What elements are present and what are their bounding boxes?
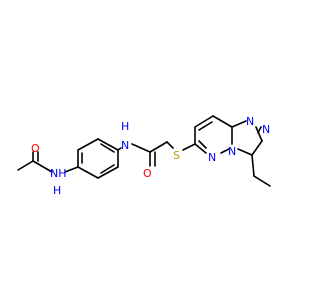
bond-ch2-sulfur xyxy=(166,141,174,149)
bond-phenyl-6 xyxy=(77,166,99,179)
acetyl-oxygen-label: O xyxy=(31,142,40,155)
amide-nitrogen-label: N xyxy=(121,139,129,152)
bond-triazole-4 xyxy=(237,148,253,156)
bond-nh-phenyl xyxy=(64,166,79,173)
triazole-nitrogen-1-label: N xyxy=(246,115,254,128)
bond-carbonyl-nh xyxy=(32,160,53,173)
bonds xyxy=(17,115,271,187)
bond-phenyl-inner-2 xyxy=(100,143,115,153)
bond-pyridazine-3 xyxy=(212,115,233,128)
bond-pyridazine-5 xyxy=(220,148,230,154)
bridgehead-nitrogen-label: N xyxy=(228,145,236,158)
bond-ethyl-1 xyxy=(251,154,255,177)
bond-pyridazine-inner-1 xyxy=(198,121,213,131)
bond-phenyl-2 xyxy=(77,138,99,151)
bond-phenyl-amide-n xyxy=(117,147,122,151)
bond-phenyl-3 xyxy=(97,138,119,151)
bond-phenyl-inner-3 xyxy=(100,164,115,174)
bond-triazole-3 xyxy=(251,140,263,156)
atom-labels: O NH H N H O S N N N N xyxy=(31,115,270,197)
bond-pyridazine-6 xyxy=(194,143,207,154)
bond-methyl-carbonyl xyxy=(17,160,34,171)
amide-nh-label: NH xyxy=(50,167,67,180)
amide-oxygen-label: O xyxy=(143,167,152,180)
bond-triazole-2 xyxy=(255,126,263,142)
bond-carbonyl-ch2 xyxy=(149,141,168,153)
molecule-structure: O NH H N H O S N N N N xyxy=(17,115,271,197)
bond-sulfur-ring xyxy=(182,143,196,151)
bond-pyridazine-2 xyxy=(194,115,214,128)
bond-phenyl-5 xyxy=(97,166,119,179)
amide-nitrogen-h-label: H xyxy=(121,120,129,133)
bond-triazole-1 xyxy=(231,120,247,128)
sulfur-label: S xyxy=(173,149,180,162)
triazole-nitrogen-2-label: N xyxy=(262,123,270,136)
bond-triazole-inner xyxy=(257,126,262,134)
amide-nh-h-label: H xyxy=(53,184,61,197)
molecule-canvas: O NH H N H O S N N N N xyxy=(17,115,271,197)
bond-pyridazine-inner-2 xyxy=(198,140,207,149)
bond-ethyl-2 xyxy=(253,175,271,187)
pyridazine-nitrogen-label: N xyxy=(208,151,216,164)
bond-amide-n-carbonyl xyxy=(131,143,151,153)
